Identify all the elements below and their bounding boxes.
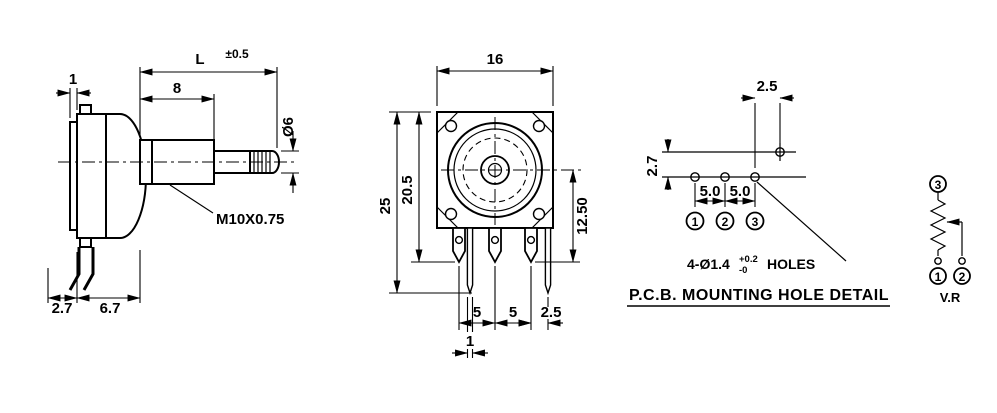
- dim-lug-thickness: 1: [56, 71, 91, 118]
- dim-body-width: 16: [436, 51, 554, 106]
- dim-center-to-pin: 12.50: [535, 169, 591, 263]
- pin-number-3: 3: [745, 211, 765, 231]
- terminal-3: 3: [929, 175, 947, 193]
- dim-label: 5: [473, 304, 481, 321]
- dim-label: 1: [69, 71, 77, 88]
- terminal-1: 1: [929, 267, 947, 285]
- corner-hole: [444, 119, 458, 133]
- svg-text:1: 1: [935, 270, 942, 284]
- pin-hole: [454, 235, 464, 245]
- dim-label: 5.0: [700, 183, 721, 200]
- svg-text:1: 1: [692, 215, 699, 229]
- bottom-tab: [79, 237, 92, 248]
- terminal-pin-right: [82, 247, 95, 291]
- schematic-label: V.R: [940, 290, 961, 305]
- pin-number-2: 2: [715, 211, 735, 231]
- front-view: 16 25 20.5 12.50: [377, 51, 591, 358]
- mounting-tab-left: [466, 227, 474, 296]
- corner-hole: [444, 207, 458, 221]
- dim-hole-pitch: 5.0 5.0: [694, 183, 756, 207]
- dim-label: 12.50: [574, 197, 591, 235]
- dim-label: 2.7: [644, 156, 661, 177]
- dim-upper-hole-y: 2.7: [644, 139, 672, 190]
- vr-schematic: 3 1 2 V.R: [929, 175, 971, 305]
- holes-note-text: 4-Ø1.4: [687, 256, 730, 272]
- holes-tol-lower: -0: [739, 265, 747, 276]
- svg-text:3: 3: [752, 215, 759, 229]
- svg-text:2: 2: [722, 215, 729, 229]
- dim-shaft-diameter: Ø6: [280, 117, 299, 193]
- dim-label: 25: [377, 198, 394, 215]
- mounting-tab-right: [544, 227, 552, 296]
- holes-note: 4-Ø1.4 +0.2 -0 HOLES: [687, 181, 847, 276]
- holes-note-suffix: HOLES: [767, 256, 815, 272]
- potentiometer-body-side: [69, 104, 280, 248]
- dim-tolerance: ±0.5: [225, 47, 249, 61]
- dim-overall-height: 25: [377, 111, 472, 294]
- resistor-zigzag: [929, 199, 947, 251]
- holes-tol-upper: +0.2: [739, 254, 758, 265]
- pin-number-circle: [953, 267, 971, 285]
- dim-label: 2.5: [757, 78, 778, 95]
- terminal-dot: [934, 257, 942, 265]
- dim-label-L: L: [195, 51, 204, 68]
- dim-bushing-length: 8: [139, 67, 215, 147]
- dim-tab-width: 1: [452, 297, 488, 358]
- dim-label: 5: [509, 304, 517, 321]
- pin-3: [524, 227, 538, 264]
- corner-hole: [532, 119, 546, 133]
- pin-number-circle: [685, 211, 705, 231]
- pcb-hole-detail: 2.5 2.7 5.0 5.0 1 2 3: [627, 78, 890, 307]
- pin-number-circle: [715, 211, 735, 231]
- dim-pin-pitch: 5 5 2.5: [458, 266, 563, 330]
- dim-label: 8: [173, 80, 181, 97]
- dim-label: 16: [487, 51, 504, 68]
- pin-number-circle: [745, 211, 765, 231]
- rear-cover: [76, 113, 107, 239]
- dim-label: Ø6: [280, 117, 297, 137]
- svg-text:3: 3: [935, 178, 942, 192]
- dim-label: 2.5: [541, 304, 562, 321]
- dim-pin-position: 2.7 6.7: [47, 250, 141, 317]
- dim-label: 6.7: [100, 300, 121, 317]
- dim-shaft-length: L ±0.5: [139, 47, 278, 148]
- pin-hole: [526, 235, 536, 245]
- rear-plate: [69, 121, 78, 231]
- terminal-dot: [958, 257, 966, 265]
- dim-label: 20.5: [399, 175, 416, 204]
- detail-caption: P.C.B. MOUNTING HOLE DETAIL: [629, 287, 889, 304]
- dim-upper-hole-x: 2.5: [741, 78, 794, 168]
- leader-line: [169, 184, 214, 214]
- pin-1: [452, 227, 466, 264]
- terminal-pin-left: [68, 247, 81, 291]
- terminal-pins: [452, 227, 552, 296]
- leader-line: [756, 181, 847, 262]
- pin-2: [488, 227, 502, 264]
- pin-hole: [490, 235, 500, 245]
- thread-spec-label: M10X0.75: [216, 211, 284, 228]
- side-view: 1 8 L ±0.5 Ø6 M10X0.75: [47, 47, 299, 317]
- dim-label: 1: [466, 333, 474, 350]
- top-tab: [79, 104, 92, 115]
- thread-callout: M10X0.75: [169, 184, 284, 228]
- dim-body-pin-height: 20.5: [399, 111, 455, 263]
- knurled-tip: [249, 150, 280, 174]
- pin-number-1: 1: [685, 211, 705, 231]
- svg-text:2: 2: [959, 270, 966, 284]
- dim-label: 5.0: [730, 183, 751, 200]
- pin-number-circle: [929, 267, 947, 285]
- dim-label: 2.7: [52, 300, 73, 317]
- corner-hole: [532, 207, 546, 221]
- terminal-2: 2: [953, 267, 971, 285]
